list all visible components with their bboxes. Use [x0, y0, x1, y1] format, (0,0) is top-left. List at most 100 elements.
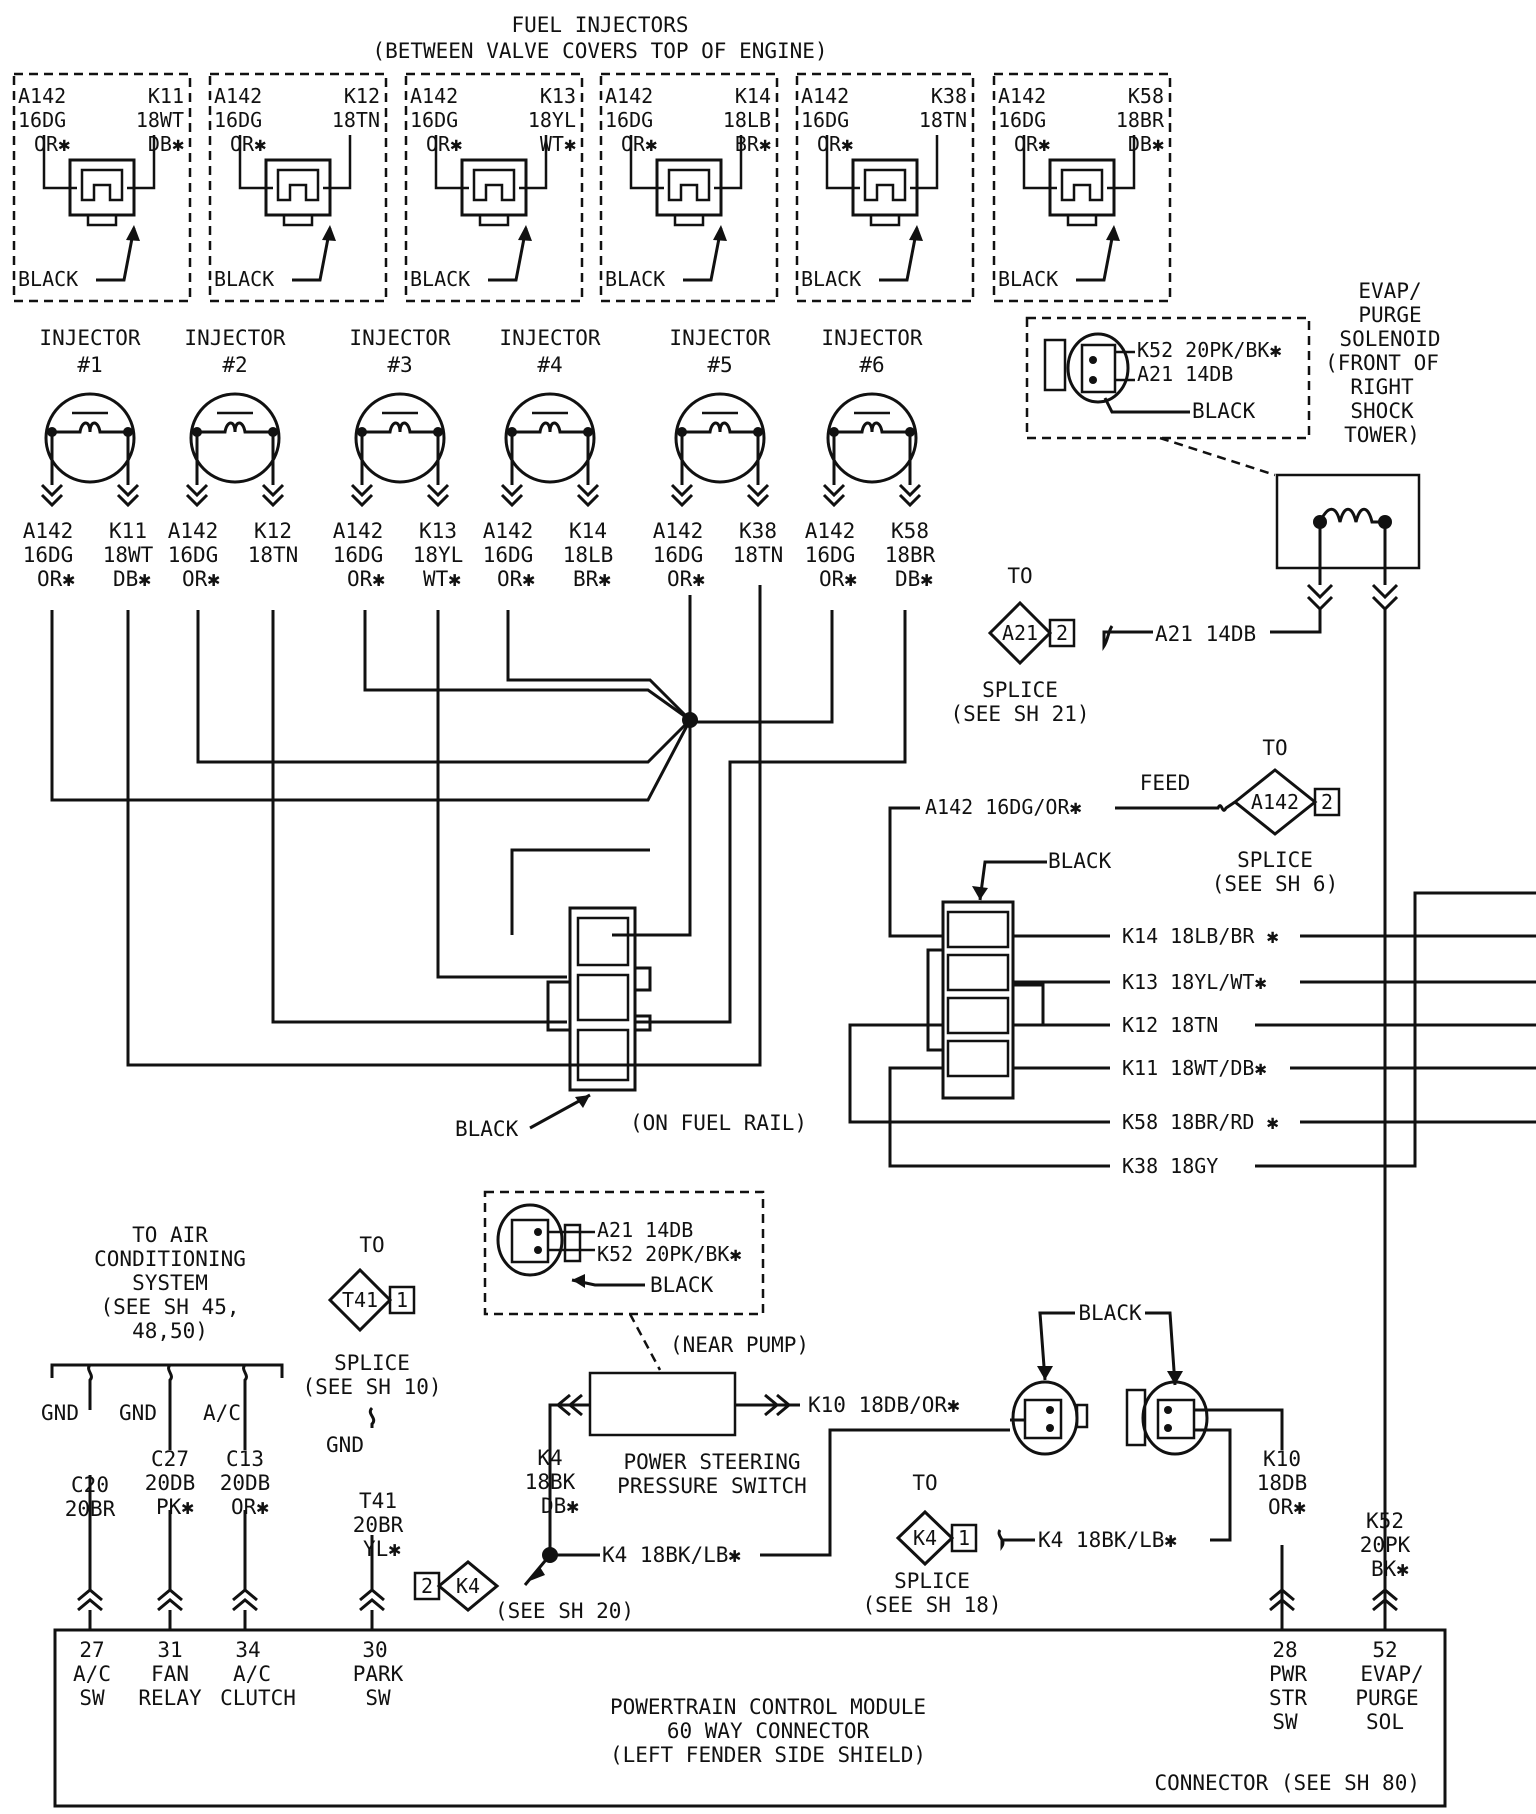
injector-number: #6 — [859, 353, 884, 377]
injector-number: #4 — [537, 353, 562, 377]
svg-text:K12 18TN: K12 18TN — [1122, 1013, 1218, 1037]
svg-text:TO AIR: TO AIR — [132, 1223, 208, 1247]
svg-text:PARK: PARK — [353, 1662, 404, 1686]
injector-number: #2 — [222, 353, 247, 377]
injector-body — [826, 392, 918, 484]
evap-wire-k52: K52 20PK/BK✱ — [1137, 338, 1282, 362]
svg-text:SYSTEM: SYSTEM — [132, 1271, 208, 1295]
connector-color: BLACK — [214, 267, 274, 291]
svg-text:20PK: 20PK — [1360, 1533, 1411, 1557]
injector-wire-r3: BR✱ — [573, 567, 611, 591]
ps-connector — [483, 1190, 765, 1316]
diagram-subtitle: (BETWEEN VALVE COVERS TOP OF ENGINE) — [372, 39, 827, 63]
connector-r1: K11 — [148, 84, 184, 108]
svg-text:RIGHT: RIGHT — [1350, 375, 1414, 399]
connector-frame — [795, 72, 975, 303]
injector-wire-r3: DB✱ — [895, 567, 933, 591]
connector-r1: K14 — [735, 84, 771, 108]
connector-l2: 16DG — [605, 108, 653, 132]
injector-wire-r2: 18BR — [885, 543, 936, 567]
ac-tap-gnd-1: GND — [41, 1401, 79, 1425]
svg-text:C27: C27 — [151, 1447, 189, 1471]
splice-a21-diamond — [987, 600, 1076, 666]
pcm-connector-pins — [77, 1588, 1398, 1630]
connector-l2: 16DG — [18, 108, 66, 132]
svg-text:K10: K10 — [1263, 1447, 1301, 1471]
black-pair-label: BLACK — [1078, 1301, 1142, 1325]
svg-text:OR✱: OR✱ — [1268, 1495, 1306, 1519]
injector-wire-l2: 16DG — [483, 543, 534, 567]
ps-wire-k52: K52 20PK/BK✱ — [597, 1242, 742, 1266]
connector-l3: OR✱ — [34, 132, 70, 156]
connector-frame — [12, 72, 192, 303]
injector-body — [189, 392, 281, 484]
svg-text:52: 52 — [1372, 1638, 1397, 1662]
ps-switch-body — [523, 1371, 1010, 1586]
connector-l2: 16DG — [410, 108, 458, 132]
injector-wire-l3: OR✱ — [182, 567, 220, 591]
injector-wire-l2: 16DG — [333, 543, 384, 567]
splice-k4-right-wire: K4 18BK/LB✱ — [1038, 1528, 1177, 1552]
ps-near-pump: (NEAR PUMP) — [670, 1333, 809, 1357]
ps-k10-wire: K10 18DB/OR✱ — [808, 1393, 960, 1417]
connector-r3: WT✱ — [540, 132, 576, 156]
connector-r2: 18LB — [723, 108, 771, 132]
pcm-connector-ref: CONNECTOR (SEE SH 80) — [1154, 1771, 1420, 1795]
splice-t41-label: SPLICE — [334, 1351, 410, 1375]
connector-l2: 16DG — [998, 108, 1046, 132]
evap-lead-a21: A21 14DB — [1155, 622, 1256, 646]
svg-text:(SEE SH 45,: (SEE SH 45, — [100, 1295, 239, 1319]
splice-t41-pin: 1 — [396, 1288, 408, 1312]
svg-text:30: 30 — [362, 1638, 387, 1662]
svg-text:CLUTCH: CLUTCH — [220, 1686, 296, 1710]
svg-text:TOWER): TOWER) — [1344, 423, 1420, 447]
svg-text:31: 31 — [157, 1638, 182, 1662]
splice-a21-label: SPLICE — [982, 678, 1058, 702]
injector-wire-r2: 18LB — [563, 543, 614, 567]
evap-solenoid — [1270, 473, 1421, 1615]
injector-wire-r1: K14 — [569, 519, 607, 543]
connector-housing — [460, 158, 528, 217]
splice-k4-right-label: SPLICE — [894, 1569, 970, 1593]
pcm-pin-labels: 27 A/C SW 31 FAN RELAY 34 A/C CLUTCH 30 … — [73, 1638, 1424, 1734]
injector-wire-l2: 16DG — [805, 543, 856, 567]
injector-wire-r1: K13 — [419, 519, 457, 543]
pcm-title-2: 60 WAY CONNECTOR — [667, 1719, 870, 1743]
injector-wire-r2: 18WT — [103, 543, 154, 567]
injector-label: INJECTOR — [39, 326, 141, 350]
evap-connector-color: BLACK — [1192, 399, 1256, 423]
connector-housing — [1048, 158, 1116, 217]
svg-text:K13 18YL/WT✱: K13 18YL/WT✱ — [1122, 970, 1267, 994]
svg-text:PWR: PWR — [1269, 1662, 1307, 1686]
ps-switch-name-2: PRESSURE SWITCH — [617, 1474, 807, 1498]
splice-t41-diamond — [327, 1267, 416, 1333]
pcm-box — [53, 1628, 1447, 1808]
splice-t41-id: T41 — [342, 1288, 378, 1312]
connector-r1: K38 — [931, 84, 967, 108]
svg-text:C20: C20 — [71, 1473, 109, 1497]
injector-body — [44, 392, 136, 484]
connector-l1: A142 — [18, 84, 66, 108]
svg-text:28: 28 — [1272, 1638, 1297, 1662]
injector-wire-r2: 18YL — [413, 543, 464, 567]
injector-wire-r2: 18TN — [248, 543, 299, 567]
injector-group: INJECTOR#1A14216DGOR✱K1118WTDB✱INJECTOR#… — [23, 326, 936, 591]
fuel-rail-connector — [529, 906, 652, 1130]
injector-wire-l2: 16DG — [23, 543, 74, 567]
svg-text:T41: T41 — [359, 1489, 397, 1513]
pcm-wire-labels: C20 20BR C27 20DB PK✱ C13 20DB OR✱ T41 2… — [65, 1447, 1411, 1581]
injector-wire-r3: WT✱ — [423, 567, 461, 591]
connector-r1: K58 — [1128, 84, 1164, 108]
splice-a21-id: A21 — [1002, 621, 1038, 645]
injector-wire-l1: A142 — [168, 519, 219, 543]
splice-a21-sheet: (SEE SH 21) — [950, 702, 1089, 726]
connector-r2: 18TN — [332, 108, 380, 132]
injector-label: INJECTOR — [499, 326, 601, 350]
splice-k4-left-id: K4 — [456, 1574, 480, 1598]
splice-k4-left-diamond — [413, 1560, 500, 1612]
connector-r2: 18YL — [528, 108, 576, 132]
